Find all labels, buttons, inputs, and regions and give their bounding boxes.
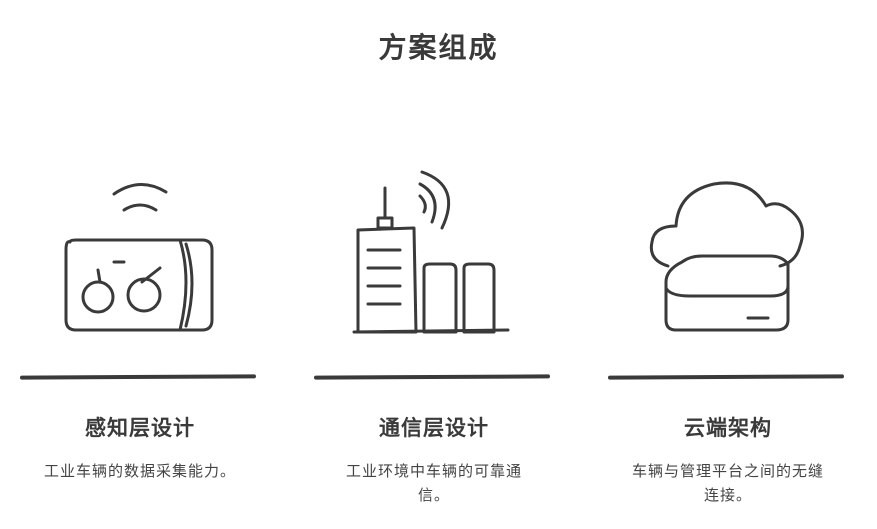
- card-description: 工业环境中车辆的可靠通信。: [345, 462, 522, 504]
- divider-line: [19, 374, 257, 380]
- card-title: 云端架构: [684, 415, 772, 440]
- divider-line: [607, 374, 845, 380]
- page-title: 方案组成: [378, 31, 499, 64]
- divider-line: [313, 374, 551, 380]
- card-title: 感知层设计: [85, 415, 195, 440]
- cloud-server-icon: [649, 181, 804, 332]
- card-description: 工业车辆的数据采集能力。: [43, 462, 236, 480]
- card-description: 车辆与管理平台之间的无缝连接。: [631, 462, 824, 504]
- card-title: 通信层设计: [379, 415, 489, 440]
- signal-tower-icon: [352, 170, 510, 334]
- sensor-device-icon: [64, 183, 214, 332]
